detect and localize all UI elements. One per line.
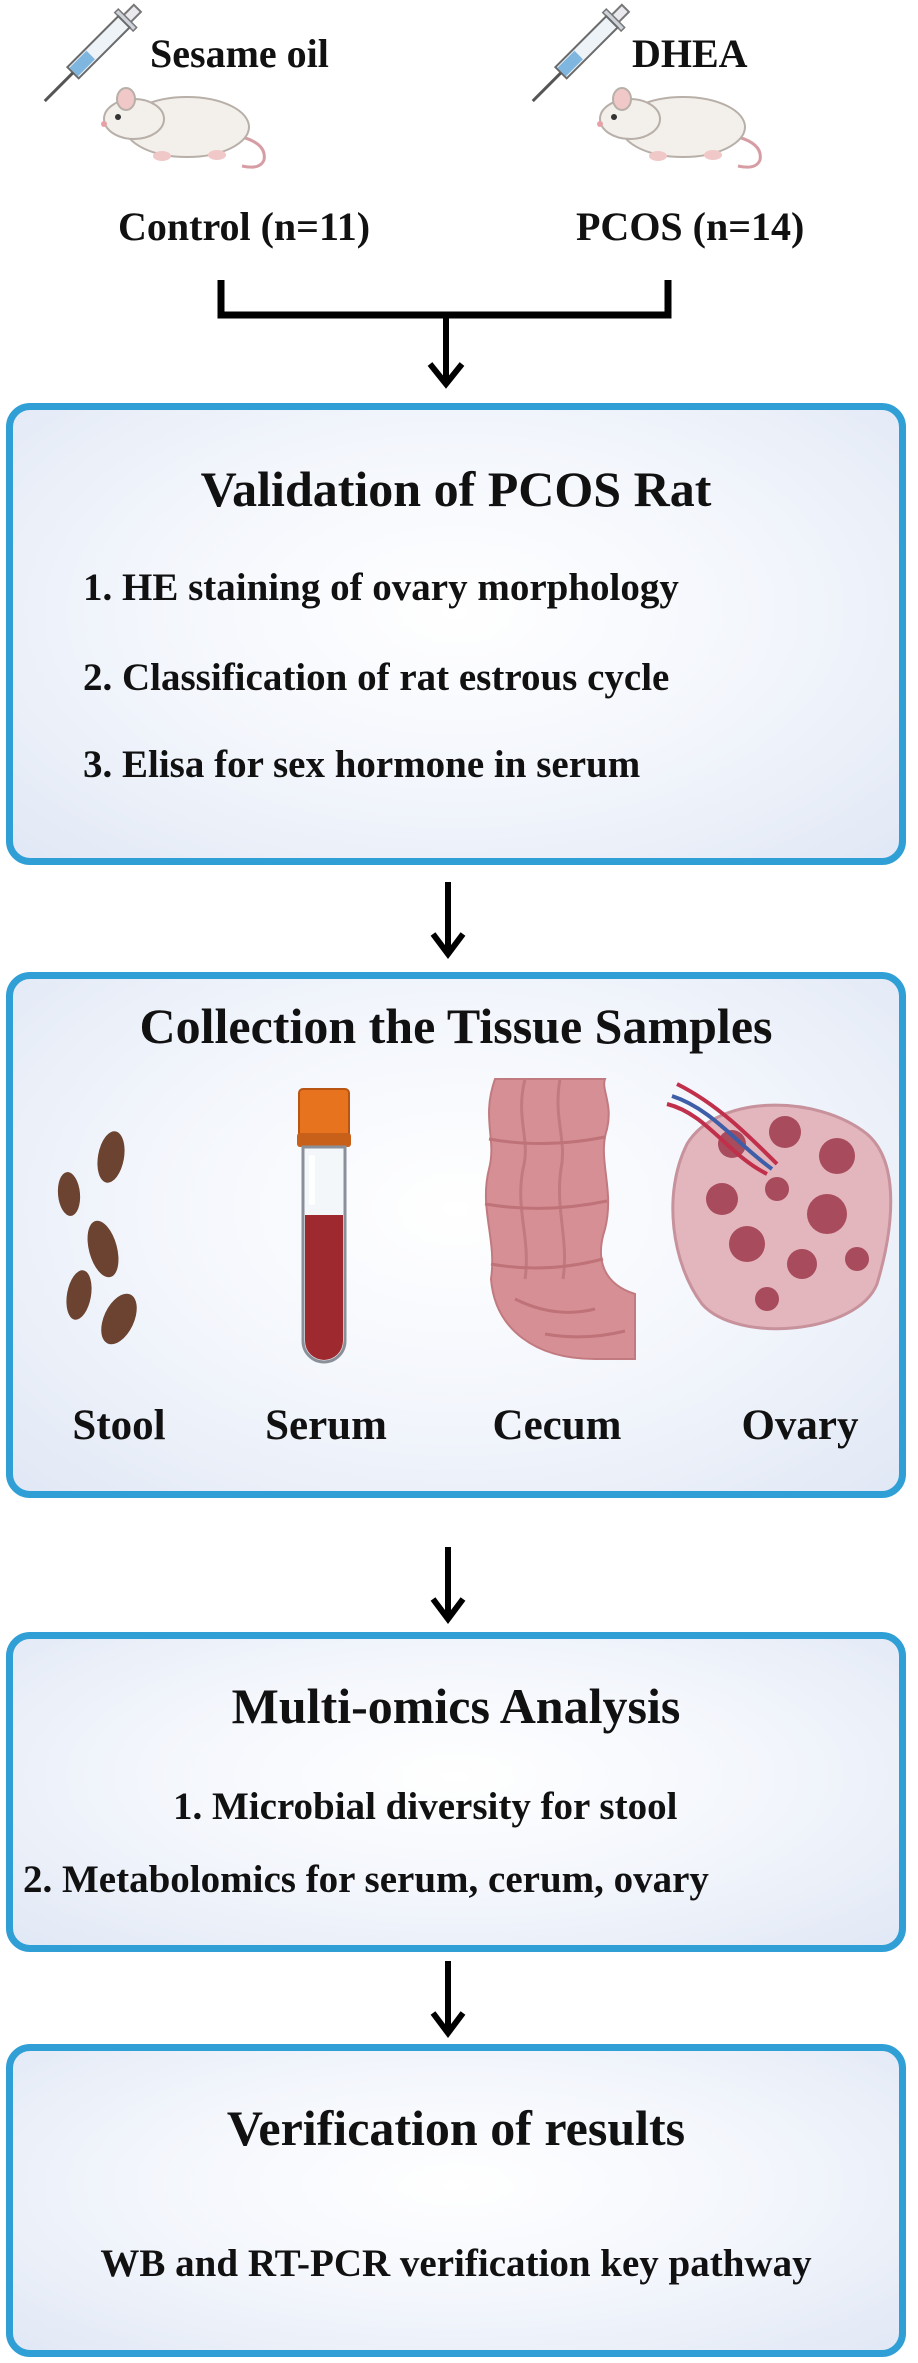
cecum-icon <box>484 1078 636 1360</box>
validation-title: Validation of PCOS Rat <box>200 461 712 517</box>
verification-box: Verification of results WB and RT-PCR ve… <box>6 2044 906 2357</box>
arrow-down-1 <box>430 882 466 959</box>
stool-icon <box>57 1131 137 1345</box>
validation-box: Validation of PCOS Rat 1. HE staining of… <box>6 403 906 865</box>
sample-label-stool: Stool <box>72 1402 166 1449</box>
multiomics-item-2: 2. Metabolomics for serum, cerum, ovary <box>23 1858 709 1901</box>
sample-label-serum: Serum <box>265 1402 387 1449</box>
control-treatment: Sesame oil <box>150 31 329 76</box>
multiomics-box: Multi-omics Analysis 1. Microbial divers… <box>6 1632 906 1952</box>
verification-text: WB and RT-PCR verification key pathway <box>100 2242 812 2285</box>
ovary-icon <box>666 1082 893 1331</box>
sample-label-cecum: Cecum <box>492 1402 622 1449</box>
pcos-treatment: DHEA <box>632 31 748 76</box>
validation-item-3: 3. Elisa for sex hormone in serum <box>83 743 641 786</box>
arrow-down-3 <box>430 1961 466 2038</box>
group-merge-connector <box>217 280 672 389</box>
syringe-icon-pcos <box>531 3 631 103</box>
rat-icon-pcos <box>597 87 762 169</box>
serum-tube-icon <box>297 1088 351 1364</box>
rat-icon-control <box>101 87 266 169</box>
syringe-icon-control <box>43 3 143 103</box>
collection-box: Collection the Tissue Samples <box>6 972 906 1498</box>
validation-item-2: 2. Classification of rat estrous cycle <box>83 656 670 699</box>
pcos-group-label: PCOS (n=14) <box>576 204 805 249</box>
arrow-down-2 <box>430 1547 466 1624</box>
multiomics-item-1: 1. Microbial diversity for stool <box>173 1785 678 1828</box>
verification-title: Verification of results <box>226 2100 686 2156</box>
control-group-label: Control (n=11) <box>118 204 371 249</box>
sample-label-ovary: Ovary <box>741 1402 859 1449</box>
collection-title: Collection the Tissue Samples <box>139 998 773 1054</box>
multiomics-title: Multi-omics Analysis <box>231 1678 681 1734</box>
validation-item-1: 1. HE staining of ovary morphology <box>83 566 679 609</box>
